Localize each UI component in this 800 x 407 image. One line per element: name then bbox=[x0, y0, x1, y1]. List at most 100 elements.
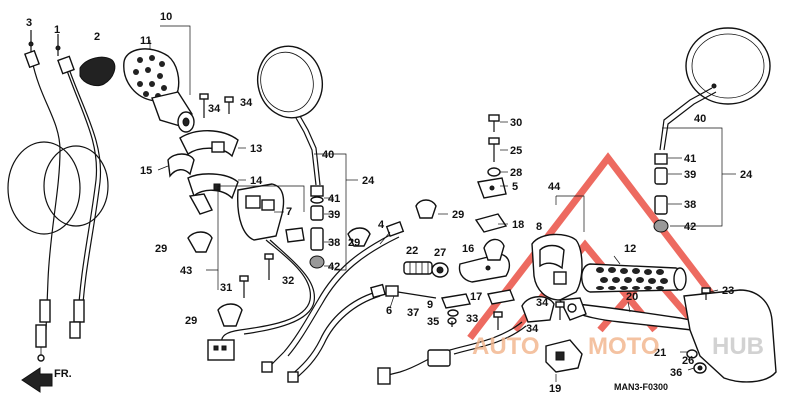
clutch-cable bbox=[261, 221, 405, 373]
screws-34 bbox=[199, 93, 234, 118]
callout-37: 37 bbox=[407, 307, 419, 319]
callout-44: 44 bbox=[548, 181, 561, 193]
switch-body-7 bbox=[237, 183, 305, 243]
callout-29-d: 29 bbox=[452, 209, 464, 221]
cable-bolts bbox=[28, 30, 61, 56]
callout-21: 21 bbox=[654, 347, 666, 359]
callout-16: 16 bbox=[462, 243, 474, 255]
callout-34-b: 34 bbox=[240, 97, 253, 109]
callout-6: 6 bbox=[386, 305, 392, 317]
callout-23: 23 bbox=[722, 285, 734, 297]
callout-labels: 3 1 2 10 11 34 34 13 15 14 7 29 43 31 32… bbox=[26, 11, 753, 395]
callout-13: 13 bbox=[250, 143, 262, 155]
holder-18 bbox=[474, 213, 508, 233]
collar-27 bbox=[431, 262, 449, 278]
callout-26: 26 bbox=[682, 355, 694, 367]
screw-23 bbox=[701, 287, 711, 300]
throttle-housing-8 bbox=[521, 233, 583, 323]
bracket-9 bbox=[441, 293, 471, 309]
wire-clip-left bbox=[187, 231, 213, 253]
callout-29-c: 29 bbox=[348, 237, 360, 249]
callout-34-d: 34 bbox=[526, 323, 539, 335]
callout-35: 35 bbox=[427, 316, 439, 328]
callout-29-a: 29 bbox=[155, 243, 167, 255]
callout-38-right: 38 bbox=[684, 199, 696, 211]
callout-43: 43 bbox=[180, 265, 192, 277]
callout-17: 17 bbox=[470, 291, 482, 303]
callout-39-right: 39 bbox=[684, 169, 696, 181]
watermark-text-left: AUTO bbox=[472, 333, 540, 360]
callout-33: 33 bbox=[466, 313, 478, 325]
callout-28: 28 bbox=[510, 167, 522, 179]
callout-8: 8 bbox=[536, 221, 542, 233]
lever-bracket bbox=[683, 289, 777, 383]
watermark-text: AUTO MOTO HUB bbox=[472, 333, 764, 360]
screw-34-right bbox=[555, 301, 565, 320]
choke-lever-16 bbox=[458, 238, 511, 283]
front-direction-arrow bbox=[21, 367, 53, 393]
callout-4: 4 bbox=[378, 219, 385, 231]
callout-10: 10 bbox=[160, 11, 172, 23]
callout-18: 18 bbox=[512, 219, 524, 231]
callout-20: 20 bbox=[626, 291, 638, 303]
left-mirror-adapter bbox=[309, 185, 325, 269]
screws-26-36 bbox=[686, 349, 707, 374]
spring-22 bbox=[403, 261, 433, 275]
callout-41-left: 41 bbox=[328, 193, 340, 205]
lever-5 bbox=[477, 177, 507, 199]
cable-boot bbox=[79, 56, 116, 87]
callout-27: 27 bbox=[434, 247, 446, 259]
choke-cable bbox=[287, 283, 437, 383]
callout-31: 31 bbox=[220, 282, 232, 294]
callout-12: 12 bbox=[624, 243, 636, 255]
callout-41-right: 41 bbox=[684, 153, 696, 165]
washer-37 bbox=[447, 309, 459, 317]
callout-42-left: 42 bbox=[328, 261, 340, 273]
callout-38-left: 38 bbox=[328, 237, 340, 249]
callout-2: 2 bbox=[94, 31, 100, 43]
right-mirror-adapter bbox=[653, 153, 669, 233]
switch-body-14 bbox=[187, 173, 239, 215]
wire-clip-upper bbox=[415, 199, 437, 219]
bolt-25 bbox=[488, 137, 500, 162]
watermark-text-mid: MOTO bbox=[588, 333, 660, 360]
bracket-17 bbox=[487, 289, 515, 305]
callout-19: 19 bbox=[549, 383, 561, 395]
callout-34-a: 34 bbox=[208, 103, 221, 115]
switch-clamp-upper bbox=[179, 130, 239, 158]
right-grip-12 bbox=[581, 263, 687, 293]
screw-33 bbox=[493, 311, 503, 330]
callout-32: 32 bbox=[282, 275, 294, 287]
front-direction-label: FR. bbox=[54, 368, 72, 380]
callout-11: 11 bbox=[140, 35, 152, 47]
switch-clamp-15 bbox=[167, 153, 195, 178]
callout-29-b: 29 bbox=[185, 315, 197, 327]
callout-30: 30 bbox=[510, 117, 522, 129]
callout-5: 5 bbox=[512, 181, 518, 193]
callout-9: 9 bbox=[427, 299, 433, 311]
washer-28 bbox=[487, 167, 501, 177]
diagram-code: MAN3-F0300 bbox=[614, 382, 668, 392]
callout-1: 1 bbox=[54, 24, 60, 36]
callout-3: 3 bbox=[26, 17, 32, 29]
screw-32 bbox=[264, 253, 274, 280]
throttle-cables bbox=[7, 49, 109, 362]
right-harness bbox=[377, 321, 527, 385]
callout-22: 22 bbox=[406, 245, 418, 257]
left-grip bbox=[123, 48, 195, 133]
left-mirror bbox=[257, 45, 323, 186]
callout-40-left: 40 bbox=[322, 149, 334, 161]
callout-40-right: 40 bbox=[694, 113, 706, 125]
leader-lines bbox=[149, 25, 736, 382]
callout-39-left: 39 bbox=[328, 209, 340, 221]
right-mirror bbox=[659, 27, 771, 151]
switch-harness bbox=[207, 239, 315, 361]
screw-35 bbox=[447, 317, 457, 327]
screw-30 bbox=[488, 114, 500, 132]
callout-36: 36 bbox=[670, 367, 682, 379]
callout-24-left: 24 bbox=[362, 175, 375, 187]
callout-34-c: 34 bbox=[536, 297, 549, 309]
brake-switch-19 bbox=[545, 339, 583, 373]
callout-24-right: 24 bbox=[740, 169, 753, 181]
